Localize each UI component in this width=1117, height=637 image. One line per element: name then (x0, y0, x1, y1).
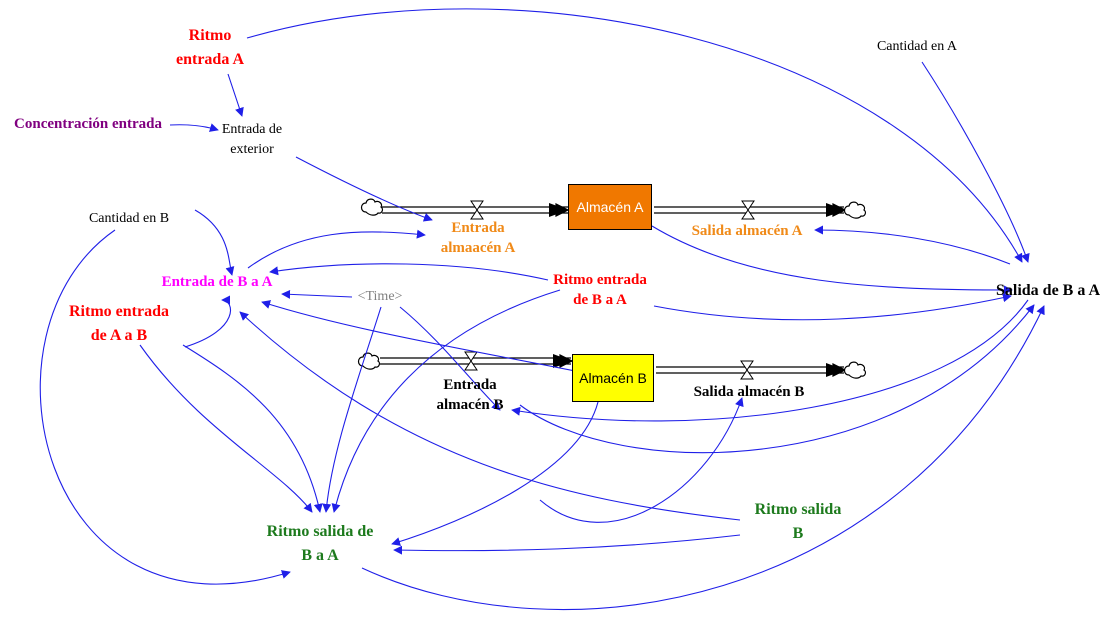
var-salida-de-b-a-a[interactable]: Salida de B a A (995, 282, 1101, 299)
var-ritmo-salida-b[interactable]: Ritmo salida B (738, 498, 858, 546)
stock-almacen-a-label: Almacén A (576, 199, 644, 215)
link-concentracion-to-entrada-exterior (169, 123, 219, 132)
link-ritmo-b-a-to-entrada-b-a (269, 263, 549, 281)
flow-salida-almacen-a[interactable]: Salida almacén A (691, 223, 803, 239)
cloud-icon (843, 201, 867, 219)
flow-pipe-b-out (656, 363, 847, 377)
var-cantidad-en-b[interactable]: Cantidad en B (88, 211, 170, 226)
flow-entrada-b-line2: almacén B (436, 397, 504, 413)
link-almacen-b-to-entrada-b-a (261, 300, 581, 373)
link-entrada-b-a-to-entrada-a (247, 229, 426, 269)
link-almacen-a-to-salida-b-a (651, 225, 1013, 295)
flow-salida-almacen-b[interactable]: Salida almacén B (693, 384, 805, 400)
flow-entrada-almacen-a[interactable]: Entrada almaacén A (418, 218, 538, 258)
var-time[interactable]: <Time> (357, 289, 403, 304)
cloud-icon (843, 361, 867, 379)
var-entrada-exterior-line1: Entrada de (221, 122, 283, 137)
stock-almacen-b-label: Almacén B (579, 370, 647, 386)
stock-almacen-a[interactable]: Almacén A (568, 184, 652, 230)
var-entrada-exterior[interactable]: Entrada de exterior (212, 120, 292, 160)
flow-entrada-almacen-b[interactable]: Entrada almacén B (420, 375, 520, 415)
link-cantidad-b-to-ritmo-salida-b-a (39, 229, 291, 585)
var-ritmo-salida-b-a-line2: B a A (301, 547, 339, 564)
flow-pipe-b-in (380, 354, 574, 368)
var-entrada-de-b-a-a[interactable]: Entrada de B a A (161, 274, 273, 290)
link-time-to-ritmo-salida-b-a (322, 306, 382, 513)
flow-arrowhead-b-in (553, 354, 572, 368)
link-entrada-exterior-to-entrada-a (295, 156, 433, 222)
link-ritmo-salida-b-a-to-salida-b-a (361, 305, 1045, 610)
var-entrada-exterior-line2: exterior (230, 142, 274, 157)
link-ritmo-b-a-to-salida-b-a (653, 293, 1012, 321)
var-ritmo-salida-de-b-a-a[interactable]: Ritmo salida de B a A (250, 520, 390, 568)
var-ritmo-entrada-b-a[interactable]: Ritmo entrada de B a A (540, 270, 660, 310)
link-ritmo-a-b-to-ritmo-salida-b-a (182, 344, 323, 513)
var-ritmo-entrada-a-a-b-line2: de A a B (90, 327, 148, 344)
valve-icon (470, 200, 484, 220)
link-ritmo-entrada-a-to-entrada-exterior (227, 73, 244, 117)
valve-icon (464, 351, 478, 371)
flow-arrowhead-b-out (826, 363, 845, 377)
var-cantidad-en-a[interactable]: Cantidad en A (876, 39, 958, 54)
link-almacen-b-to-salida-b-a (519, 304, 1035, 454)
var-ritmo-entrada-a[interactable]: Ritmo entrada A (160, 24, 260, 72)
link-ritmo-salida-b-to-entrada-b-a (239, 311, 741, 521)
flow-arrowhead-a-in (549, 203, 568, 217)
link-cantidad-b-loop-to-entrada-b-a (184, 295, 232, 348)
flow-arrowhead-a-out (826, 203, 845, 217)
link-ritmo-entrada-a-to-salida-b-a (246, 8, 1023, 263)
stock-almacen-b[interactable]: Almacén B (572, 354, 654, 402)
valve-icon (740, 360, 754, 380)
link-cantidad-a-to-salida-b-a (921, 61, 1030, 263)
link-almacen-b-to-ritmo-salida-b-a (391, 401, 599, 546)
var-ritmo-salida-b-line1: Ritmo salida (754, 501, 842, 518)
cloud-icon (357, 352, 381, 370)
valve-icon (741, 200, 755, 220)
cloud-icon (360, 198, 384, 216)
flow-entrada-a-line1: Entrada (451, 220, 505, 236)
var-ritmo-salida-b-line2: B (792, 525, 804, 542)
var-ritmo-entrada-a-line1: Ritmo (188, 27, 232, 44)
var-ritmo-entrada-a-a-b[interactable]: Ritmo entrada de A a B (54, 300, 184, 348)
link-salida-b-a-to-entrada-b (511, 299, 1029, 422)
link-ritmo-salida-b-to-ritmo-salida-b-a (393, 534, 741, 555)
var-ritmo-entrada-a-a-b-line1: Ritmo entrada (69, 303, 169, 320)
link-ritmo-salida-b-a-to-salida-almacen-b (539, 397, 744, 523)
var-ritmo-salida-b-a-line1: Ritmo salida de (266, 523, 374, 540)
var-ritmo-entrada-b-a-line2: de B a A (573, 292, 627, 308)
var-ritmo-entrada-a-line2: entrada A (176, 51, 244, 68)
flow-entrada-b-line1: Entrada (443, 377, 497, 393)
link-time-to-salida-almacen-b (399, 306, 501, 411)
link-salida-b-a-to-salida-almacen-a (814, 225, 1011, 265)
link-ritmo-a-b-long-to-ritmo-salida-b-a (139, 344, 313, 513)
var-ritmo-entrada-b-a-line1: Ritmo entrada (553, 272, 647, 288)
link-time-to-entrada-b-a (281, 289, 353, 299)
link-ritmo-b-a-to-ritmo-salida-b-a (331, 289, 561, 513)
var-concentracion-entrada[interactable]: Concentración entrada (14, 116, 162, 132)
link-cantidad-b-self-loop (194, 209, 235, 276)
flow-entrada-a-line2: almaacén A (440, 240, 516, 256)
